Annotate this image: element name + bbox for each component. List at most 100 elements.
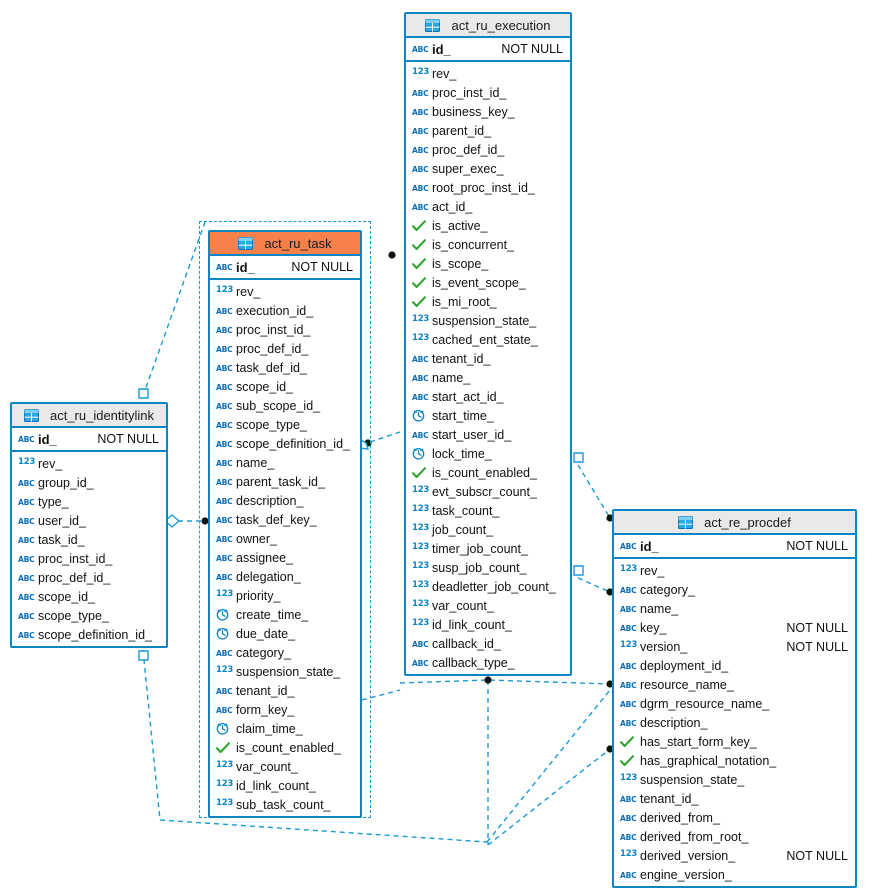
entity-header-act-ru-identitylink[interactable]: act_ru_identitylink: [12, 404, 166, 428]
column-row[interactable]: has_start_form_key_: [614, 732, 855, 751]
column-row[interactable]: create_time_: [210, 605, 360, 624]
primary-key-row[interactable]: ABC id_ NOT NULL: [406, 38, 570, 62]
entity-header-act-ru-task[interactable]: act_ru_task: [210, 232, 360, 256]
column-row[interactable]: is_active_: [406, 216, 570, 235]
column-row[interactable]: lock_time_: [406, 444, 570, 463]
column-row[interactable]: is_event_scope_: [406, 273, 570, 292]
column-row[interactable]: is_concurrent_: [406, 235, 570, 254]
column-row[interactable]: is_count_enabled_: [210, 738, 360, 757]
column-row[interactable]: is_mi_root_: [406, 292, 570, 311]
column-row[interactable]: claim_time_: [210, 719, 360, 738]
primary-key-row[interactable]: ABC id_ NOT NULL: [12, 428, 166, 452]
column-row[interactable]: due_date_: [210, 624, 360, 643]
column-row[interactable]: is_scope_: [406, 254, 570, 273]
column-row[interactable]: start_time_: [406, 406, 570, 425]
entity-header-act-ru-execution[interactable]: act_ru_execution: [406, 14, 570, 38]
column-row[interactable]: is_count_enabled_: [406, 463, 570, 482]
entity-act-ru-identitylink[interactable]: act_ru_identitylink ABC id_ NOT NULL 123…: [10, 402, 168, 648]
column-row[interactable]: has_graphical_notation_: [614, 751, 855, 770]
entity-header-act-re-procdef[interactable]: act_re_procdef: [614, 511, 855, 535]
primary-key-row[interactable]: ABC id_ NOT NULL: [614, 535, 855, 559]
primary-key-row[interactable]: ABC id_ NOT NULL: [210, 256, 360, 280]
